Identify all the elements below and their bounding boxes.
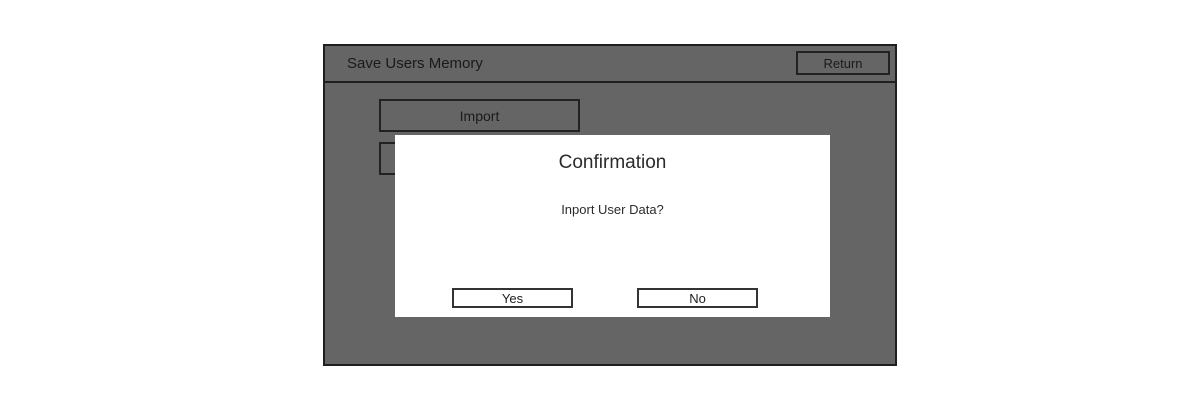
- dialog-title: Confirmation: [558, 152, 667, 173]
- no-button[interactable]: No: [637, 288, 758, 308]
- import-button[interactable]: Import: [379, 99, 580, 132]
- save-users-memory-window: Save Users Memory Return Import Confirma…: [323, 44, 897, 366]
- yes-button[interactable]: Yes: [452, 288, 573, 308]
- dialog-message: Inport User Data?: [561, 202, 664, 217]
- window-title: Save Users Memory: [347, 55, 483, 72]
- return-button[interactable]: Return: [796, 51, 890, 75]
- confirmation-dialog: Confirmation Inport User Data? Yes No: [395, 135, 830, 317]
- title-bar: Save Users Memory Return: [325, 46, 895, 83]
